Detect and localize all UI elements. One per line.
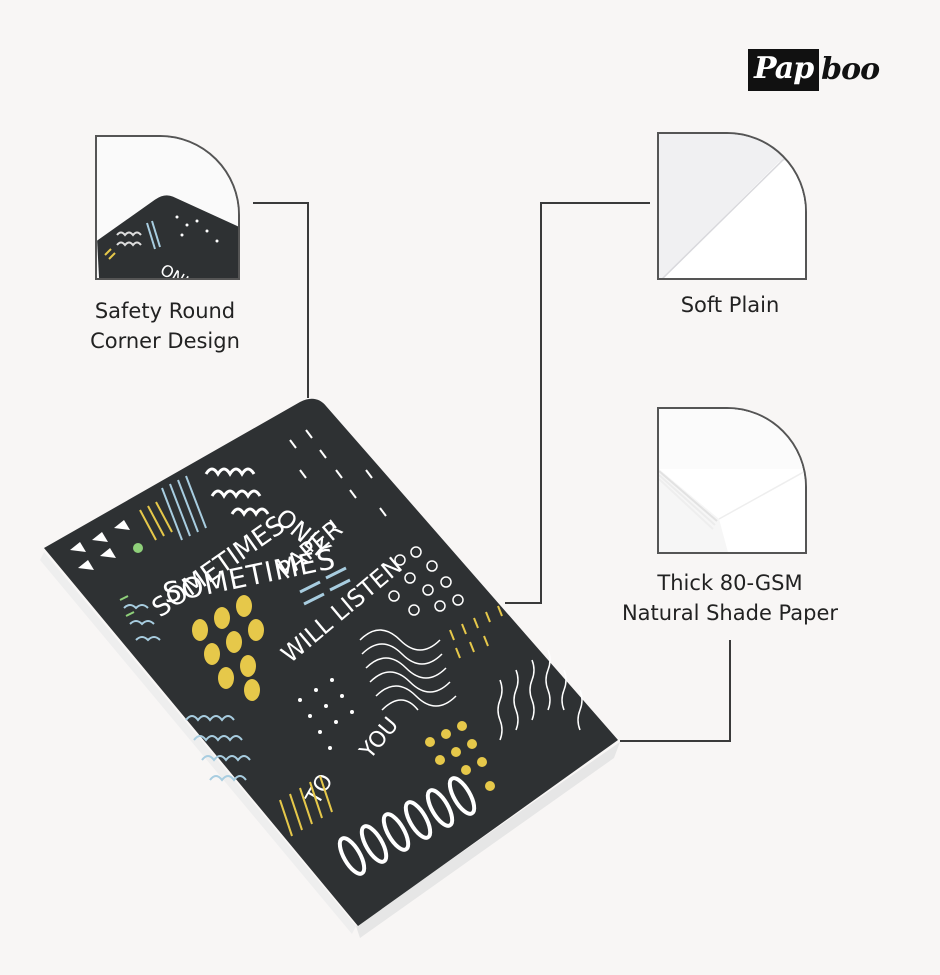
caption-line: Safety Round (94, 299, 236, 323)
feature-caption-soft-plain: Soft Plain (620, 290, 840, 320)
logo-text: boo (821, 52, 880, 87)
round-corner-detail-icon: ONL (97, 137, 238, 278)
connector-line (307, 202, 309, 398)
caption-line: Thick 80-GSM (657, 571, 803, 595)
connector-line (540, 202, 542, 604)
thick-paper-thumbnail (657, 407, 807, 554)
soft-plain-thumbnail (657, 132, 807, 280)
connector-line (620, 740, 731, 742)
connector-line (253, 202, 309, 204)
caption-line: Natural Shade Paper (621, 601, 839, 625)
connector-line (505, 602, 542, 604)
brand-logo: Pap boo (748, 48, 900, 92)
round-corner-thumbnail: ONL (95, 135, 240, 280)
feature-caption-round-corner: Safety Round Corner Design (60, 296, 270, 356)
caption-line: Soft Plain (680, 293, 780, 317)
connector-line (540, 202, 650, 204)
feature-caption-thick-paper: Thick 80-GSM Natural Shade Paper (600, 568, 860, 628)
plain-paper-corner-icon (659, 134, 805, 278)
stacked-paper-corner-icon (659, 409, 805, 552)
caption-line: Corner Design (90, 329, 240, 353)
logo-boxed-text: Pap (748, 49, 820, 91)
connector-line (729, 640, 731, 742)
